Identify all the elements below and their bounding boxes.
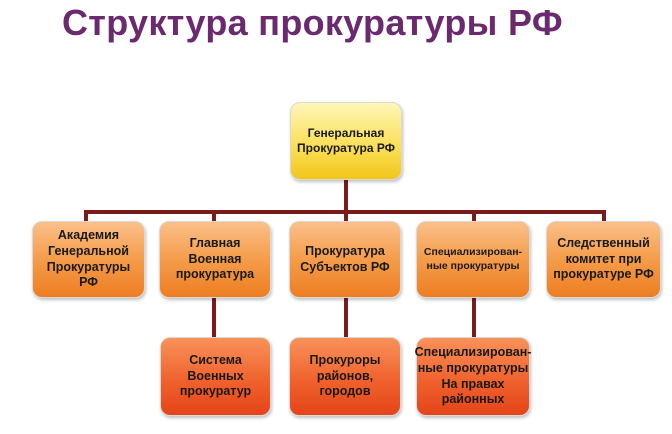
node-label: Прокуратура Субъектов РФ	[300, 243, 390, 274]
node-label: Генеральная Прокуратура РФ	[297, 126, 395, 155]
node-label: Следственный комитет при прокуратуре РФ	[553, 236, 654, 282]
node-label: Специализирован-ные прокуратуры На права…	[414, 345, 532, 407]
node-specialized-district-prosecutors: Специализирован-ные прокуратуры На права…	[414, 337, 532, 416]
node-main-military-prosecutor: Главная Военная прокуратура	[159, 221, 271, 298]
node-label: Главная Военная прокуратура	[175, 236, 255, 282]
node-subjects-prosecutor: Прокуратура Субъектов РФ	[289, 221, 401, 298]
node-military-prosecutor-system: Система Военных прокуратур	[160, 337, 271, 416]
node-specialized-prosecutors: Специализирован-ные прокуратуры	[416, 221, 530, 298]
node-label: Специализирован-ные прокуратуры	[423, 246, 523, 272]
node-label: Прокуроры районов, городов	[309, 353, 381, 399]
node-investigative-committee: Следственный комитет при прокуратуре РФ	[546, 221, 661, 298]
page-title: Структура прокуратуры РФ	[62, 2, 563, 43]
node-general-prosecutor: Генеральная Прокуратура РФ	[290, 102, 402, 180]
node-district-city-prosecutors: Прокуроры районов, городов	[289, 337, 401, 416]
node-academy: Академия Генеральной Прокуратуры РФ	[32, 221, 145, 298]
node-label: Система Военных прокуратур	[179, 353, 252, 399]
node-label: Академия Генеральной Прокуратуры РФ	[46, 228, 131, 290]
